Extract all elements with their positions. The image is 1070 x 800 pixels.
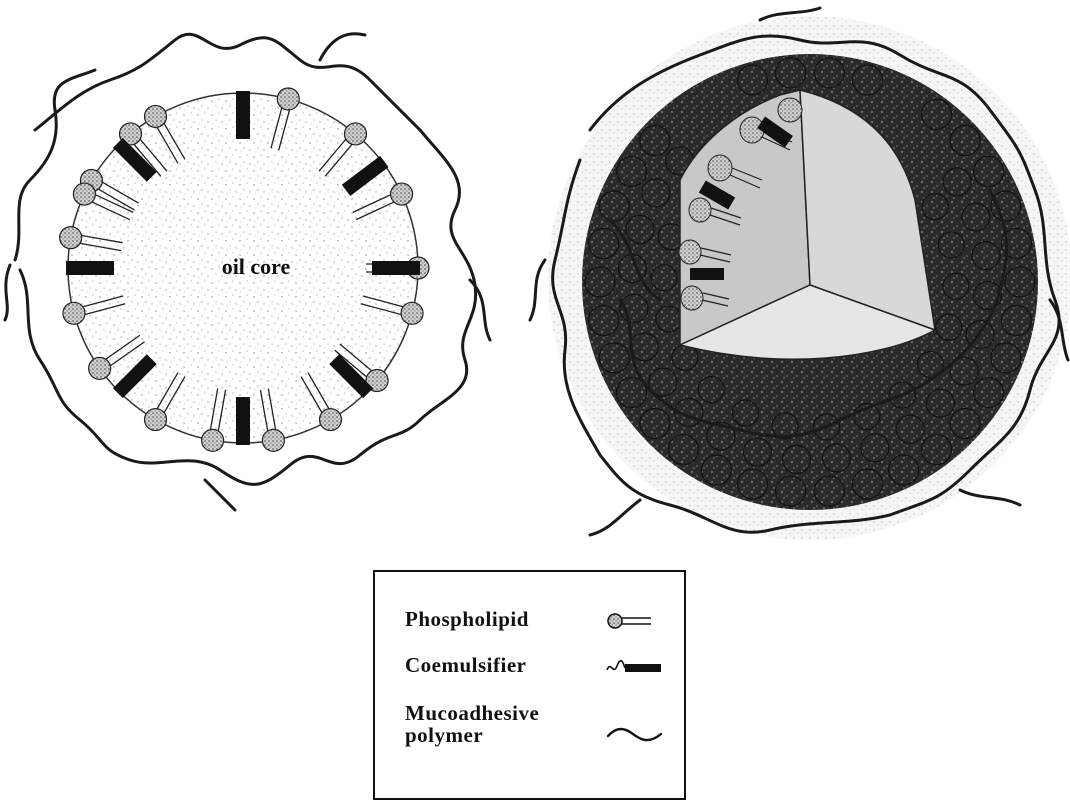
legend-label-coemulsifier: Coemulsifier xyxy=(405,654,526,676)
polymer-bead xyxy=(814,58,844,88)
polymer-bead xyxy=(936,314,962,340)
polymer-bead xyxy=(896,415,924,443)
polymer-bead xyxy=(701,455,731,485)
polymer-bead xyxy=(630,333,658,361)
coemulsifier xyxy=(236,397,250,445)
legend-label-phospholipid: Phospholipid xyxy=(405,608,529,630)
phospholipid-icon xyxy=(605,610,655,632)
polymer-bead xyxy=(943,168,971,196)
polymer-bead xyxy=(1005,267,1035,297)
polymer-bead xyxy=(962,203,990,231)
coemulsifier-icon xyxy=(605,656,663,678)
polymer-bead xyxy=(599,191,629,221)
polymer-bead xyxy=(656,306,682,332)
coemulsifier xyxy=(236,91,250,139)
polymer-bead xyxy=(943,273,969,299)
polymer-bead xyxy=(1001,306,1031,336)
polymer-bead xyxy=(640,408,670,438)
polymer-bead xyxy=(733,400,759,426)
polymer-bead xyxy=(585,267,615,297)
polymer-bead xyxy=(738,469,768,499)
polymer-bead xyxy=(861,434,889,462)
polymer-bead xyxy=(589,228,619,258)
polymer-bead xyxy=(783,445,811,473)
polymer-bead xyxy=(972,242,1000,270)
polymer-bead xyxy=(974,378,1004,408)
polymer-bead xyxy=(776,476,806,506)
polymer-bead xyxy=(889,455,919,485)
polymer-icon xyxy=(605,722,665,746)
polymer-bead xyxy=(642,179,670,207)
legend-label-polymer: Mucoadhesive polymer xyxy=(405,702,585,746)
coemulsifier xyxy=(66,261,114,275)
polymer-bead xyxy=(974,156,1004,186)
polymer-bead xyxy=(938,232,964,258)
polymer-bead xyxy=(599,343,629,373)
polymer-bead xyxy=(922,99,952,129)
polymer-bead xyxy=(814,476,844,506)
polymer-bead xyxy=(922,435,952,465)
polymer-bead xyxy=(626,215,654,243)
polymer-bead xyxy=(950,126,980,156)
oil-core-label: oil core xyxy=(222,254,291,279)
polymer-bead xyxy=(926,389,954,417)
polymer-bead xyxy=(991,343,1021,373)
coemulsifier xyxy=(372,261,420,275)
polymer-bead xyxy=(852,469,882,499)
polymer-bead xyxy=(822,444,850,472)
polymer-bead xyxy=(743,438,771,466)
legend: Phospholipid Coemulsifier Mucoadhesive p… xyxy=(373,570,686,800)
polymer-bead xyxy=(991,191,1021,221)
left-droplet: oil core xyxy=(5,34,490,510)
polymer-bead xyxy=(922,194,948,220)
polymer-bead xyxy=(776,58,806,88)
polymer-bead xyxy=(616,156,646,186)
polymer-bead xyxy=(589,306,619,336)
polymer-bead xyxy=(640,126,670,156)
polymer-bead xyxy=(698,377,724,403)
polymer-bead xyxy=(651,265,677,291)
right-droplet xyxy=(530,8,1070,540)
polymer-bead xyxy=(950,408,980,438)
polymer-bead xyxy=(738,65,768,95)
polymer-bead xyxy=(668,435,698,465)
polymer-bead xyxy=(852,65,882,95)
